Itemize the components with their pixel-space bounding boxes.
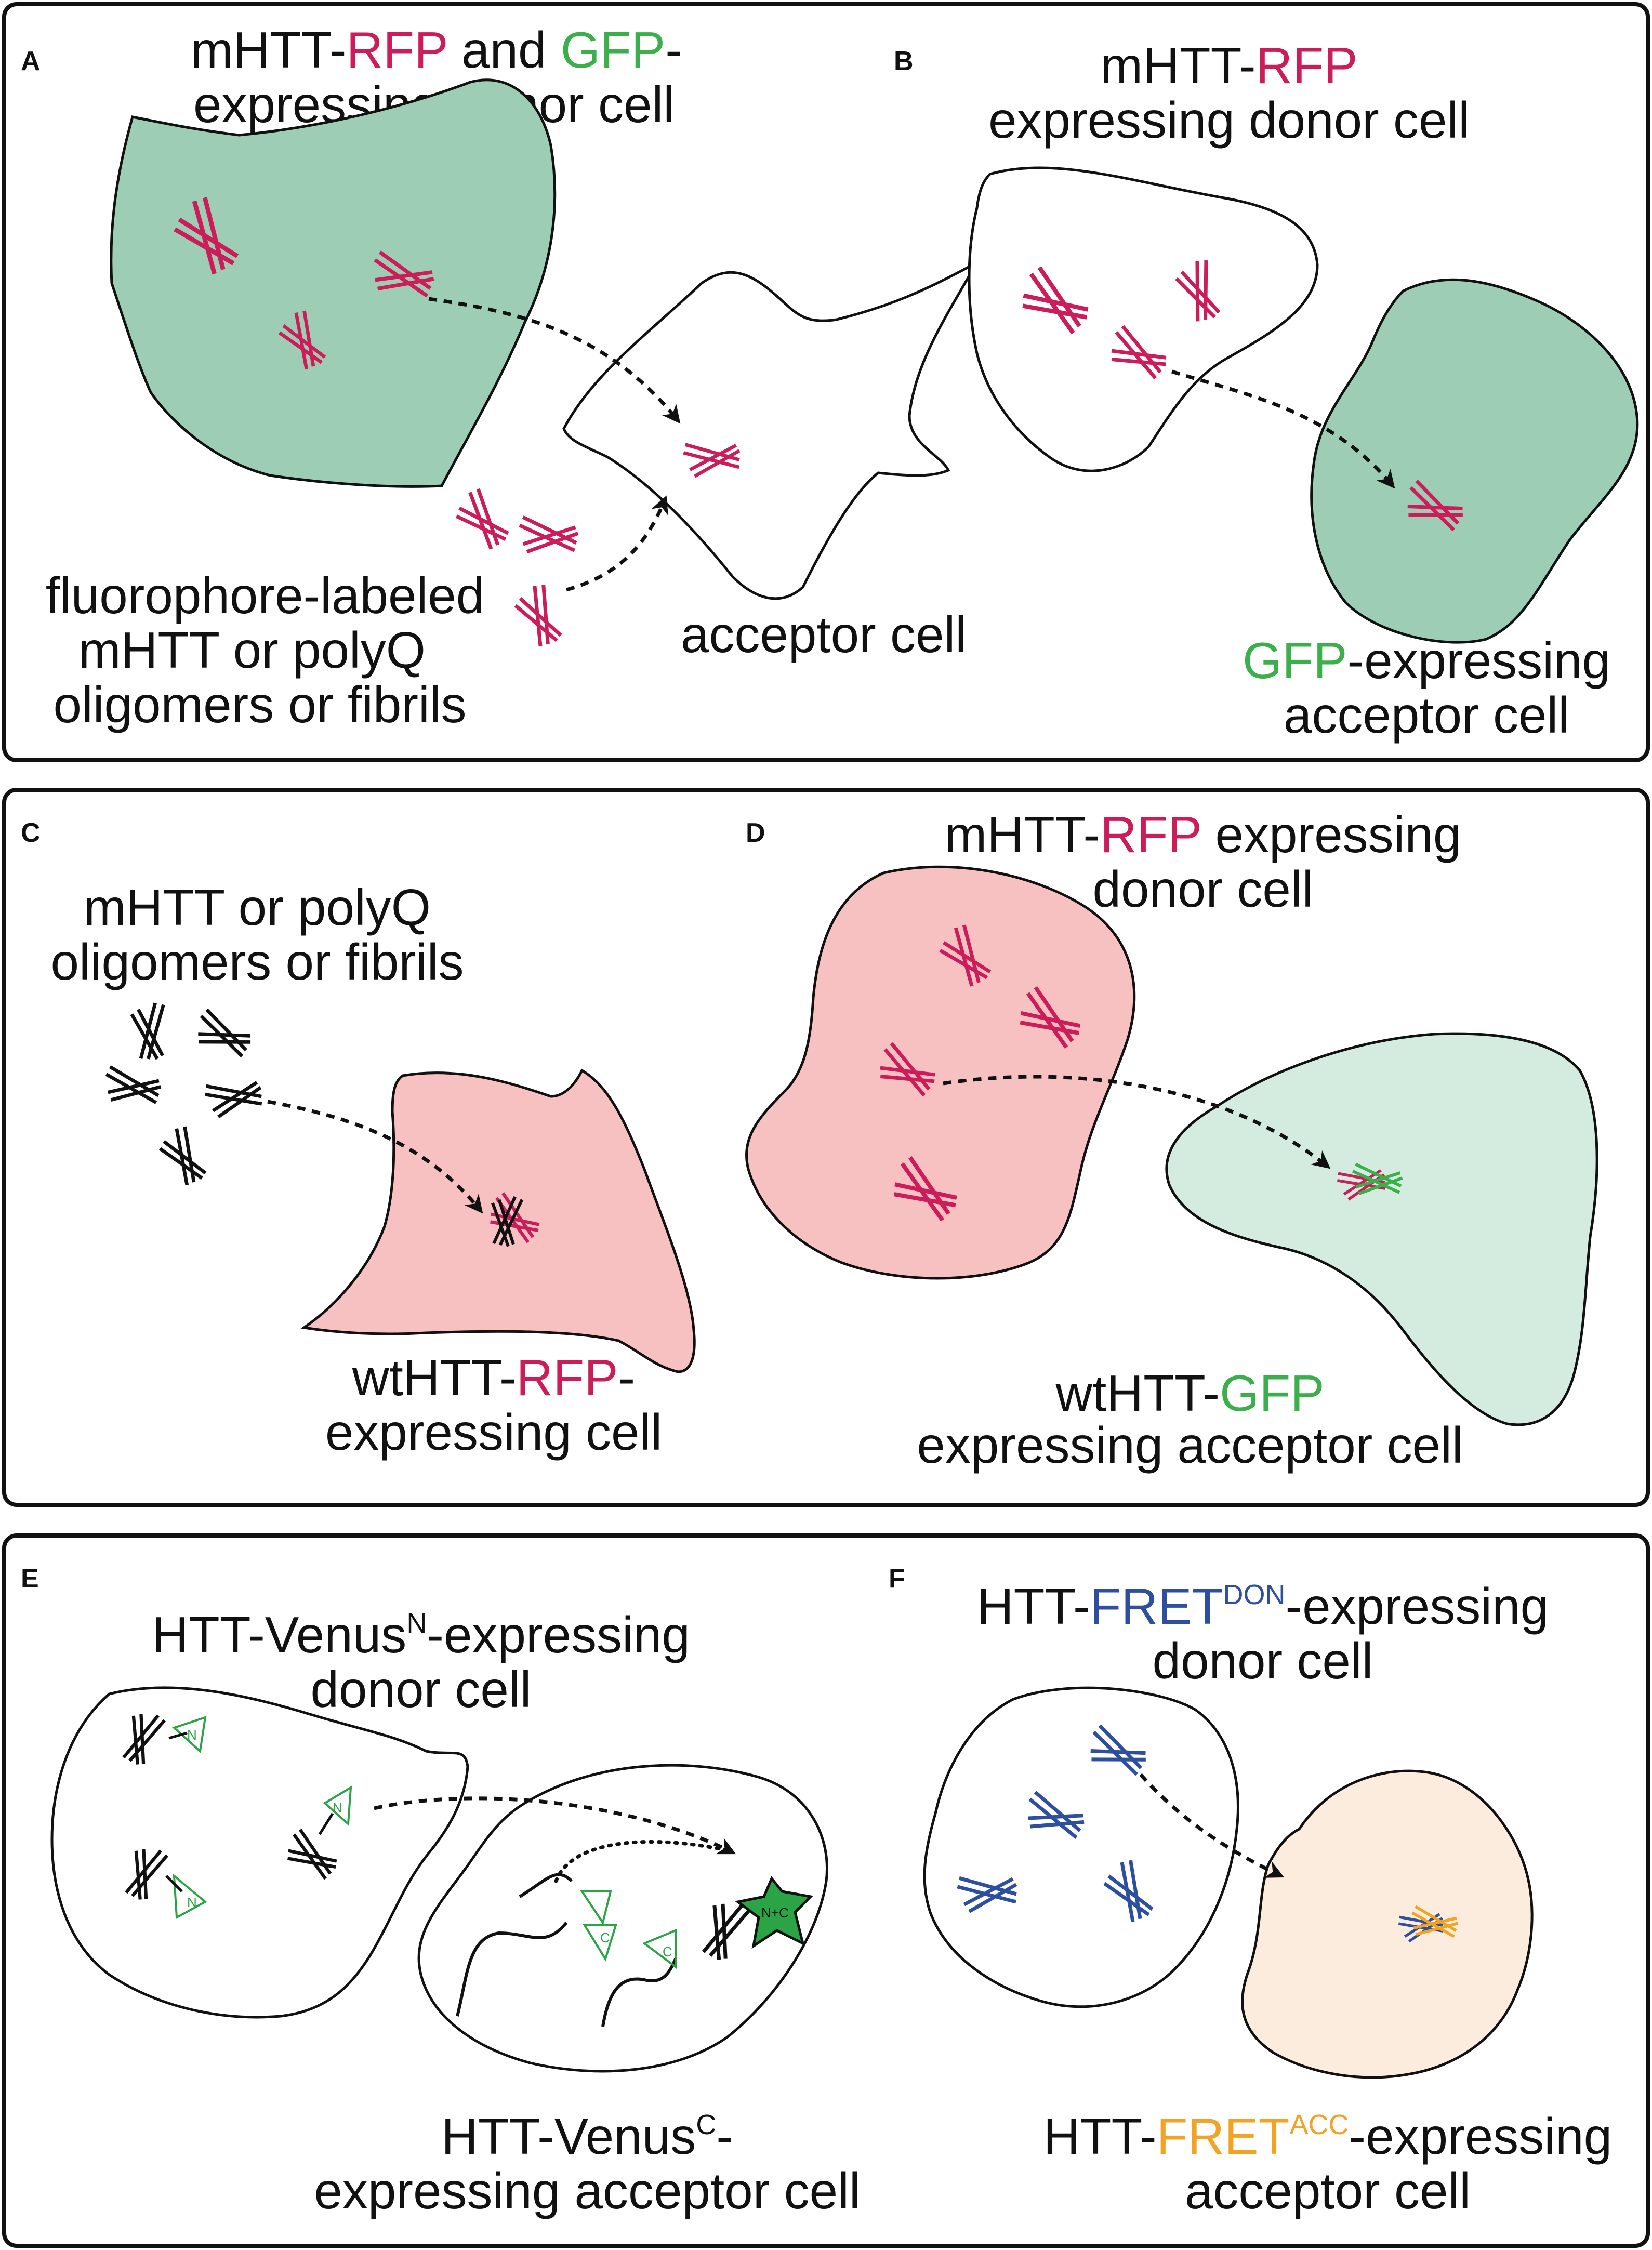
panel-a-donor-cell xyxy=(110,78,557,488)
panel-c-arrow xyxy=(267,1100,483,1214)
n-tag: N xyxy=(187,1727,197,1743)
panel-b-arrow xyxy=(1171,369,1395,489)
venus-c-strand-3: C xyxy=(601,1929,677,2027)
panel-a-letter: A xyxy=(21,46,41,76)
gfp-word: GFP xyxy=(1243,632,1347,689)
panel-e-acceptor-label-line1: HTT-VenusC- xyxy=(441,2108,733,2165)
fibril-icon xyxy=(454,487,511,550)
panel-f-donor-cell xyxy=(923,1686,1239,2008)
panel-b-acceptor-cell xyxy=(1310,278,1639,644)
panel-e-donor-label-line1: HTT-VenusN-expressing xyxy=(152,1606,690,1663)
panel-e: E HTT-VenusN-expressing donor cell N N N xyxy=(21,1564,861,2219)
panel-e-arrow-dotted xyxy=(554,1839,727,1883)
panel-b: B mHTT-RFP expressing donor cell GFP-exp… xyxy=(894,37,1639,744)
panel-b-donor-label-line1: mHTT-RFP xyxy=(1100,37,1357,94)
panel-ab-frame xyxy=(2,2,1650,762)
panel-a-fluoro-label-line2: mHTT or polyQ xyxy=(78,621,426,679)
panel-b-letter: B xyxy=(894,46,914,76)
panel-f-donor-label-line2: donor cell xyxy=(1153,1632,1373,1689)
panel-d-arrow xyxy=(943,1075,1331,1169)
panel-a-acceptor-label: acceptor cell xyxy=(681,606,967,663)
rfp-word: RFP xyxy=(1100,806,1201,863)
venus-c-strand-1: C xyxy=(456,1922,617,2017)
venus-complemented-star xyxy=(735,1876,814,1949)
panel-c-title-line2: oligomers or fibrils xyxy=(50,933,464,990)
fibril-icon xyxy=(95,1049,168,1123)
panel-e-donor-label-line2: donor cell xyxy=(311,1661,532,1718)
rfp-word: RFP xyxy=(1256,37,1358,94)
panel-c-letter: C xyxy=(21,818,41,848)
panel-e-donor-cell xyxy=(50,1686,469,2019)
panel-ef-frame xyxy=(2,1533,1650,2248)
rfp-word: RFP xyxy=(347,21,447,78)
panel-a-arrow-donor-to-acceptor xyxy=(428,297,681,424)
fret-don-word: FRET xyxy=(1090,1578,1223,1635)
venus-n-fibril-3: N xyxy=(283,1785,352,1885)
panel-a-arrow-fibrils-to-acceptor xyxy=(566,495,668,592)
panel-a-fluoro-label-line1: fluorophore-labeled xyxy=(46,567,484,624)
fibril-icon xyxy=(196,1060,271,1133)
panel-a-acceptor-cell xyxy=(562,259,981,600)
gfp-word: GFP xyxy=(1220,1365,1324,1422)
fibril-icon xyxy=(190,999,256,1068)
panel-e-letter: E xyxy=(21,1564,39,1594)
panel-b-acceptor-label-line2: acceptor cell xyxy=(1284,686,1569,744)
gfp-word: GFP xyxy=(561,21,665,78)
panel-c-cell-label-line1: wtHTT-RFP- xyxy=(352,1349,635,1406)
n-tag: N xyxy=(187,1895,197,1910)
panel-f-acceptor-cell xyxy=(1241,1769,1534,2079)
panel-d-donor-label-line2: donor cell xyxy=(1093,861,1314,918)
panel-c: C mHTT or polyQ oligomers or fibrils wtH… xyxy=(21,818,696,1461)
panel-d-donor-label-line1: mHTT-RFP expressing xyxy=(945,806,1462,863)
panel-f-letter: F xyxy=(889,1564,905,1594)
venus-n-fibril-1: N xyxy=(109,1705,207,1770)
c-tag: C xyxy=(600,1930,610,1945)
venus-c-strand-2 xyxy=(519,1873,612,1925)
panel-c-title-line1: mHTT or polyQ xyxy=(84,879,431,936)
panel-b-donor-label-line2: expressing donor cell xyxy=(988,91,1470,149)
panel-d: D mHTT-RFP expressing donor cell wtHTT-G… xyxy=(745,806,1598,1474)
fibril-icon xyxy=(153,1122,216,1189)
nc-tag: N+C xyxy=(761,1905,789,1921)
panel-d-acceptor-cell xyxy=(1165,1032,1598,1426)
panel-a-fluoro-label-line3: oligomers or fibrils xyxy=(53,676,466,733)
rfp-word: RFP xyxy=(517,1349,618,1406)
fibril-icon xyxy=(508,495,587,574)
fibril-icon xyxy=(114,993,188,1068)
panel-f-acceptor-label-line2: acceptor cell xyxy=(1185,2162,1471,2219)
panel-a-donor-label-line1: mHTT-RFP and GFP- xyxy=(191,21,682,78)
panel-d-acceptor-label-line1: wtHTT-GFP xyxy=(1055,1365,1324,1422)
panel-d-acceptor-label-line2: expressing acceptor cell xyxy=(917,1417,1463,1474)
panel-c-cell-label-line2: expressing cell xyxy=(325,1404,662,1461)
panel-f-arrow xyxy=(1139,1773,1285,1878)
panel-e-acceptor-label-line2: expressing acceptor cell xyxy=(314,2162,860,2219)
panel-b-acceptor-label-line1: GFP-expressing xyxy=(1243,632,1610,689)
c-tag: C xyxy=(663,1944,672,1960)
panel-f: F HTT-FRETDON-expressing donor cell HTT-… xyxy=(889,1564,1612,2219)
panel-cd-frame xyxy=(2,788,1650,1507)
panel-a: A mHTT-RFP and GFP- expressing donor cel… xyxy=(21,21,981,733)
venus-n-fibril-2: N xyxy=(112,1840,207,1920)
panel-d-letter: D xyxy=(746,818,765,848)
panel-f-donor-label-line1: HTT-FRETDON-expressing xyxy=(977,1578,1549,1635)
panel-d-donor-cell xyxy=(745,865,1136,1280)
fibril-icon xyxy=(505,578,575,652)
fret-acc-word: FRET xyxy=(1157,2108,1290,2165)
n-tag: N xyxy=(333,1800,342,1816)
panel-f-acceptor-label-line1: HTT-FRETACC-expressing xyxy=(1043,2108,1612,2165)
panel-b-donor-cell xyxy=(968,166,1319,472)
